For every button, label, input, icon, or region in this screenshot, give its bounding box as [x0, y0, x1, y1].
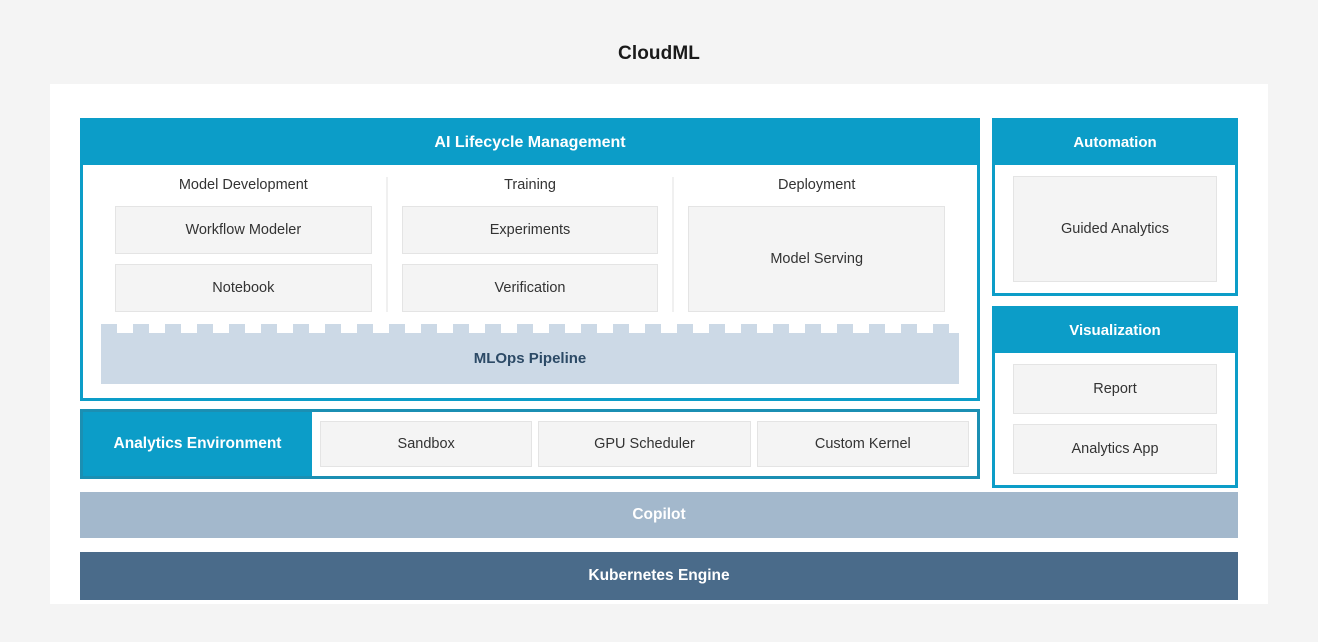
- pipeline-teeth-decoration: [101, 324, 959, 333]
- diagram-card: AI Lifecycle Management Model Developmen…: [50, 84, 1268, 604]
- tile-custom-kernel[interactable]: Custom Kernel: [756, 421, 969, 467]
- main-grid: AI Lifecycle Management Model Developmen…: [80, 118, 1238, 488]
- tile-workflow-modeler[interactable]: Workflow Modeler: [115, 206, 372, 254]
- tile-notebook[interactable]: Notebook: [115, 264, 372, 312]
- analytics-environment-label: Analytics Environment: [83, 412, 312, 476]
- page-title: CloudML: [618, 43, 700, 64]
- pipeline-label: MLOps Pipeline: [101, 333, 959, 384]
- automation-header: Automation: [995, 121, 1235, 165]
- bar-copilot[interactable]: Copilot: [80, 492, 1238, 538]
- tile-gpu-scheduler[interactable]: GPU Scheduler: [538, 421, 751, 467]
- automation-body: Guided Analytics: [995, 165, 1235, 293]
- ai-lifecycle-panel: AI Lifecycle Management Model Developmen…: [80, 118, 980, 401]
- left-column: AI Lifecycle Management Model Developmen…: [80, 118, 980, 488]
- analytics-environment-tiles: Sandbox GPU Scheduler Custom Kernel: [312, 412, 977, 476]
- column-title: Deployment: [777, 177, 856, 193]
- bar-kubernetes-engine[interactable]: Kubernetes Engine: [80, 552, 1238, 600]
- tile-model-serving[interactable]: Model Serving: [688, 206, 946, 312]
- foundation-bars: Copilot Kubernetes Engine: [80, 492, 1238, 600]
- tile-experiments[interactable]: Experiments: [401, 206, 659, 254]
- visualization-header: Visualization: [995, 309, 1235, 353]
- lifecycle-columns: Model Development Workflow Modeler Noteb…: [83, 165, 977, 312]
- tile-analytics-app[interactable]: Analytics App: [1013, 424, 1217, 474]
- mlops-pipeline[interactable]: MLOps Pipeline: [101, 324, 959, 384]
- column-model-development: Model Development Workflow Modeler Noteb…: [101, 177, 386, 312]
- column-deployment: Deployment Model Serving: [672, 177, 959, 312]
- analytics-environment-row: Analytics Environment Sandbox GPU Schedu…: [80, 409, 980, 479]
- column-title: Training: [504, 177, 556, 193]
- tile-verification[interactable]: Verification: [401, 264, 659, 312]
- automation-panel: Automation Guided Analytics: [992, 118, 1238, 296]
- visualization-body: Report Analytics App: [995, 353, 1235, 485]
- tile-guided-analytics[interactable]: Guided Analytics: [1013, 176, 1217, 282]
- tile-sandbox[interactable]: Sandbox: [320, 421, 533, 467]
- right-rail: Automation Guided Analytics Visualizatio…: [992, 118, 1238, 488]
- column-training: Training Experiments Verification: [385, 177, 673, 312]
- ai-lifecycle-header: AI Lifecycle Management: [83, 121, 977, 165]
- tile-report[interactable]: Report: [1013, 364, 1217, 414]
- visualization-panel: Visualization Report Analytics App: [992, 306, 1238, 488]
- column-title: Model Development: [178, 177, 308, 193]
